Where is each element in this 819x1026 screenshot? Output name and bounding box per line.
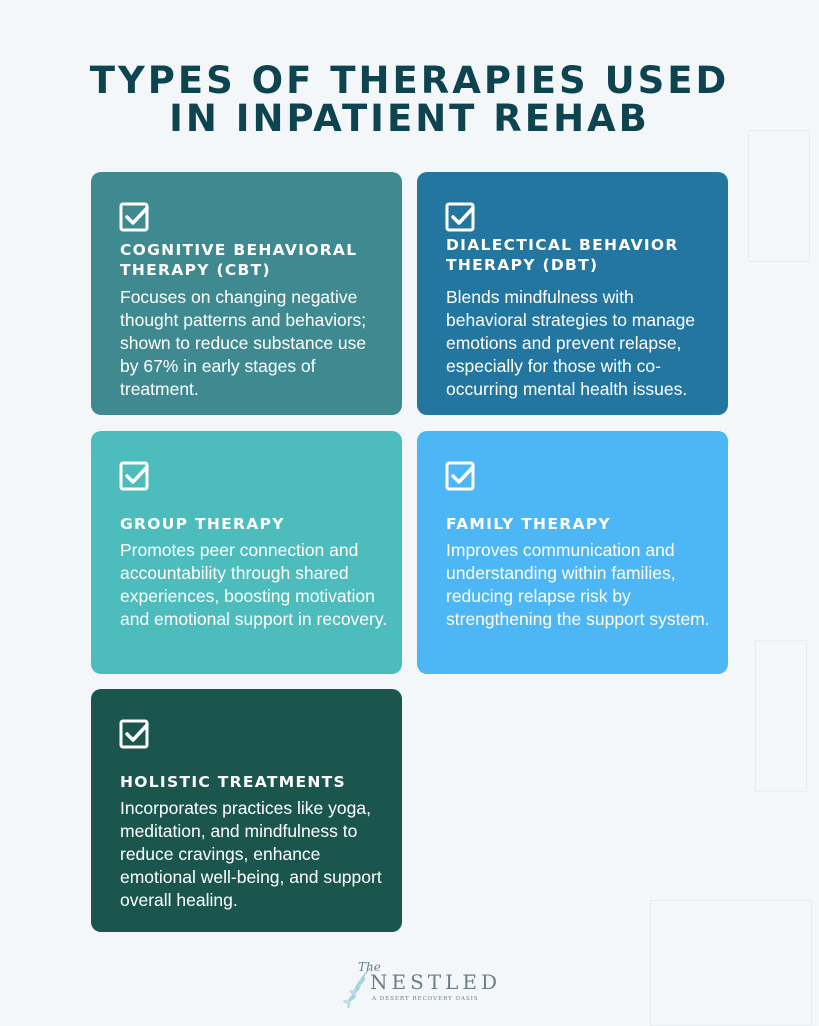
therapy-card-title-line-1: Dialectical Behavior [446,236,679,254]
therapy-card-title-line-1: Cognitive Behavioral [120,241,358,259]
checkbox-checked-icon [119,719,149,749]
checkbox-checked-icon [445,202,475,232]
therapy-card-description: Incorporates practices like yoga, medita… [120,798,382,910]
background-decoration [748,130,810,262]
therapy-card-family: Family Therapy Improves communication an… [417,431,728,674]
page-title-line-1: Types of Therapies Used [89,59,730,102]
background-decoration [650,900,812,1026]
therapy-card-title: Holistic Treatments [120,772,388,792]
therapy-card-dbt: Dialectical Behavior Therapy (DBT) Blend… [417,172,728,415]
therapy-card-description: Focuses on changing negative thought pat… [120,287,367,399]
logo-tagline: A DESERT RECOVERY OASIS [372,996,479,1002]
background-decoration [755,640,807,792]
checkbox-checked-icon [119,202,149,232]
therapy-card-title-line-2: Therapy (DBT) [446,256,599,274]
logo-leaf-icon [343,967,371,1009]
therapy-card-title-line-1: Group Therapy [120,515,285,533]
checkbox-checked-icon [119,461,149,491]
therapy-card-description: Improves communication and understanding… [446,540,710,629]
logo-prefix: The [358,960,381,974]
therapy-card-title: Cognitive Behavioral Therapy (CBT) [120,240,388,280]
therapy-card-cbt: Cognitive Behavioral Therapy (CBT) Focus… [91,172,402,415]
therapy-card-title: Group Therapy [120,514,388,534]
checkbox-checked-icon [445,461,475,491]
page-title: Types of Therapies Used in Inpatient Reh… [0,62,819,138]
therapy-card-title: Dialectical Behavior Therapy (DBT) [446,235,714,275]
therapy-card-title-line-2: Therapy (CBT) [120,261,271,279]
therapy-card-description: Blends mindfulness with behavioral strat… [446,287,696,399]
logo-wordmark: NESTLED [370,970,502,994]
therapy-card-title-line-1: Family Therapy [446,515,611,533]
therapy-card-holistic: Holistic Treatments Incorporates practic… [91,689,402,932]
therapy-card-title: Family Therapy [446,514,714,534]
therapy-card-description: Promotes peer connection and accountabil… [120,540,388,629]
therapy-card-title-line-1: Holistic Treatments [120,773,346,791]
therapy-card-group: Group Therapy Promotes peer connection a… [91,431,402,674]
page-title-line-2: in Inpatient Rehab [169,97,650,140]
